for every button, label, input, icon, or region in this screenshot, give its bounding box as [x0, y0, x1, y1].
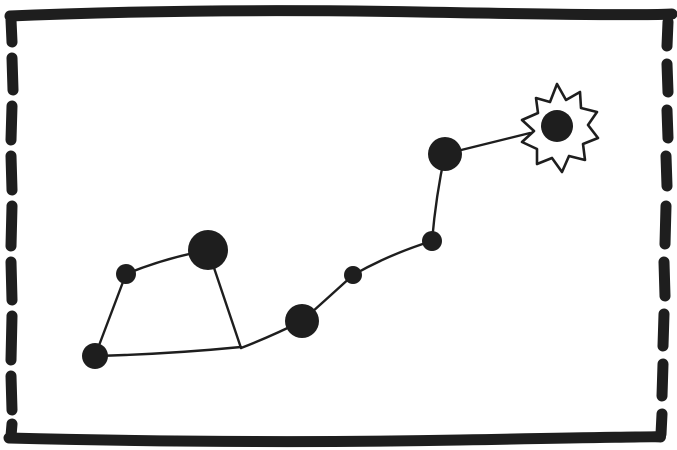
- frame-bottom-edge: [9, 437, 660, 442]
- star-7: [428, 137, 462, 171]
- star-2: [116, 264, 136, 284]
- star-4: [285, 304, 319, 338]
- star-1: [82, 343, 108, 369]
- star-3: [188, 230, 228, 270]
- frame-top-edge: [10, 11, 672, 16]
- star-6: [422, 231, 442, 251]
- burst-star-core: [541, 110, 573, 142]
- frame-background: [18, 14, 663, 439]
- frame-left-edge: [11, 20, 13, 436]
- star-5: [344, 266, 362, 284]
